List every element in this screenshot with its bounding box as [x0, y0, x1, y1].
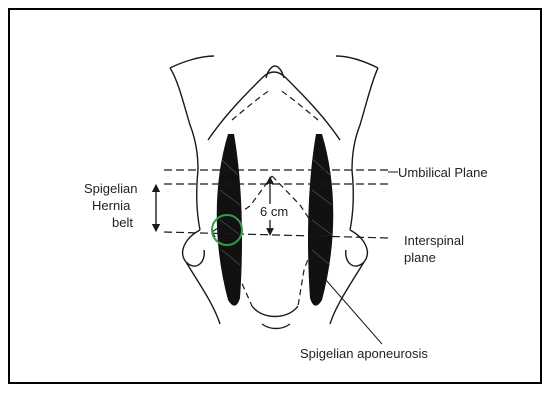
- right-flank-lower: [350, 170, 353, 230]
- spigelian-label-line1: Spigelian: [84, 181, 138, 196]
- six-cm-label: 6 cm: [260, 204, 288, 219]
- interspinal-label-line2: plane: [404, 250, 436, 265]
- right-shoulder-line: [336, 56, 378, 68]
- left-flank-lower: [197, 170, 200, 230]
- left-shoulder-line: [170, 56, 214, 68]
- right-flank-upper: [352, 68, 378, 170]
- left-flank-upper: [170, 68, 198, 170]
- torso-outline: [170, 56, 378, 329]
- pubic-curve: [252, 306, 298, 317]
- right-iliac-crest: [346, 230, 368, 266]
- rib-cage-arch: [208, 72, 340, 140]
- left-hip-line: [186, 262, 220, 324]
- interspinal-label-line1: Interspinal: [404, 233, 464, 248]
- spigelian-label-line2: Hernia: [92, 198, 131, 213]
- aponeurosis-label: Spigelian aponeurosis: [300, 346, 428, 361]
- right-muscle-band: [308, 134, 333, 306]
- umbilical-plane-label: Umbilical Plane: [398, 165, 488, 180]
- right-hip-line: [330, 262, 364, 324]
- left-iliac-crest: [183, 230, 205, 266]
- spigelian-label-line3: belt: [112, 215, 133, 230]
- left-upper-dash: [232, 90, 270, 120]
- pubic-lower-curve: [262, 324, 290, 329]
